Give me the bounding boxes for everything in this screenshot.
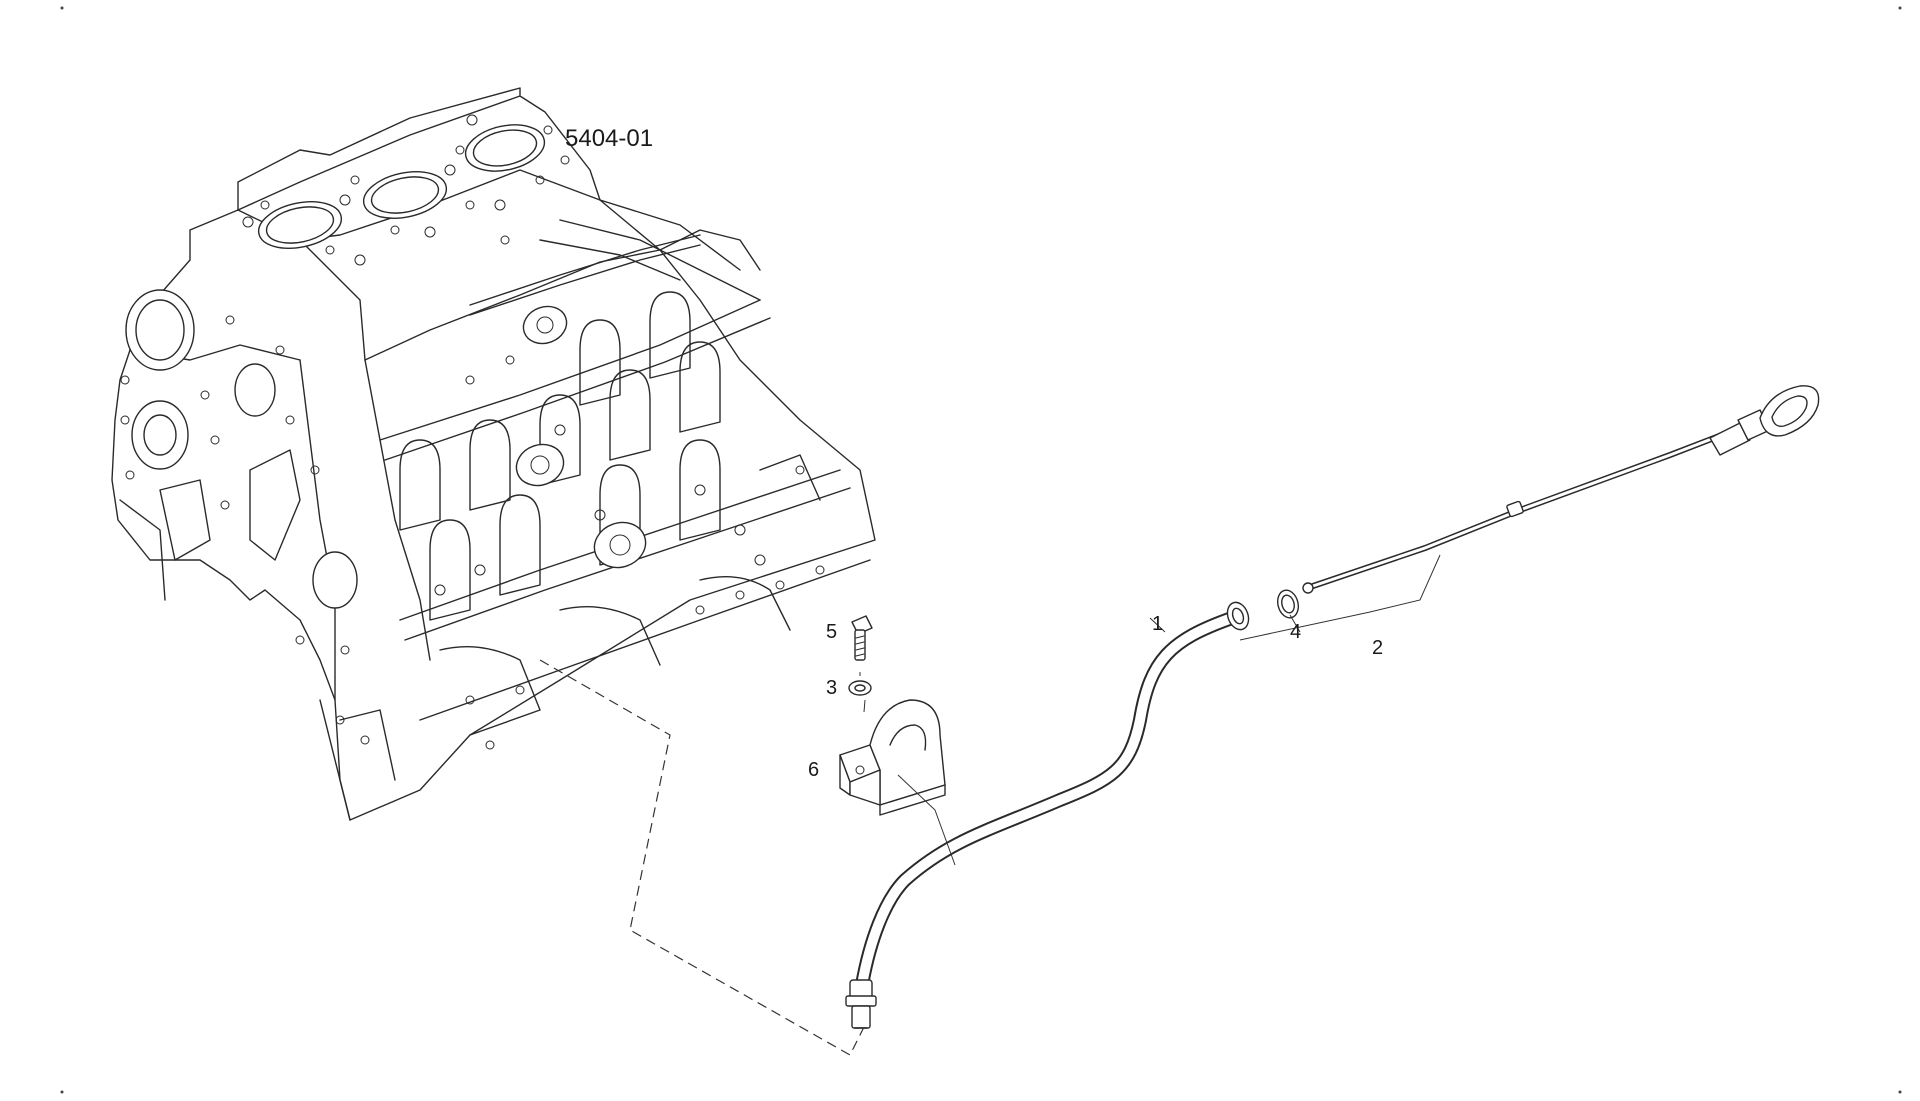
callout-3: 3 (826, 677, 837, 699)
washer (848, 680, 872, 696)
engine-block (111, 87, 876, 821)
registration-marks (60, 6, 1902, 1094)
dipstick (1302, 385, 1820, 594)
front-holes (120, 315, 370, 745)
o-ring (1276, 589, 1300, 619)
leader-lines (859, 554, 1441, 866)
callout-2: 2 (1372, 637, 1383, 659)
deck-holes (242, 114, 570, 266)
callout-1: 1 (1152, 613, 1163, 635)
screw (851, 615, 873, 661)
callout-6: 6 (808, 759, 819, 781)
side-holes (434, 355, 825, 750)
figure-code: 5404-01 (565, 125, 653, 152)
bracket (839, 699, 946, 816)
dipstick-tube (845, 601, 1250, 1029)
callout-5: 5 (826, 621, 837, 643)
assembly-dashed-line (539, 659, 871, 1056)
side-bosses (399, 291, 721, 621)
callout-4: 4 (1290, 621, 1301, 643)
